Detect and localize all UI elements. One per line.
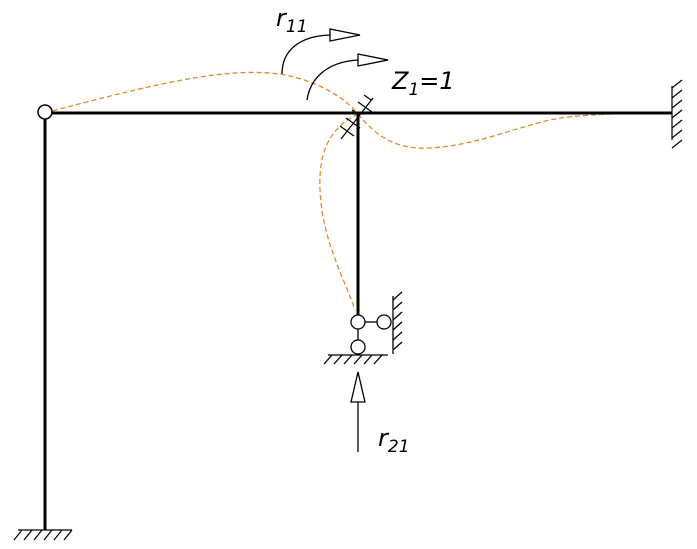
z1-label-main: Z (392, 67, 409, 95)
z1-rotation-arrow-icon (306, 53, 389, 101)
r21-label-sub: 21 (387, 437, 410, 457)
left-hinge-icon (37, 104, 53, 120)
node-rotation-restraint-icon (339, 94, 374, 140)
r11-moment-arrow-icon (281, 28, 361, 75)
r11-label-main: r (276, 4, 286, 32)
deformed-shape-beam-left (44, 71, 359, 115)
middle-base-sliding-support-icon (323, 291, 403, 365)
right-wall-fixed-support-icon (671, 79, 683, 149)
z1-label-suffix: =1 (419, 67, 455, 95)
r21-label: r21 (378, 426, 410, 456)
r11-label-sub: 11 (285, 17, 308, 37)
r21-arrow-icon (350, 371, 366, 452)
r11-label: r11 (276, 6, 308, 36)
deformed-shape-beam-right (357, 112, 673, 149)
r21-label-main: r (378, 424, 388, 452)
left-base-fixed-support-icon (13, 529, 73, 541)
z1-label-sub: 1 (408, 80, 420, 100)
deformed-shape-column (319, 113, 359, 311)
z1-label: Z1=1 (392, 69, 455, 99)
